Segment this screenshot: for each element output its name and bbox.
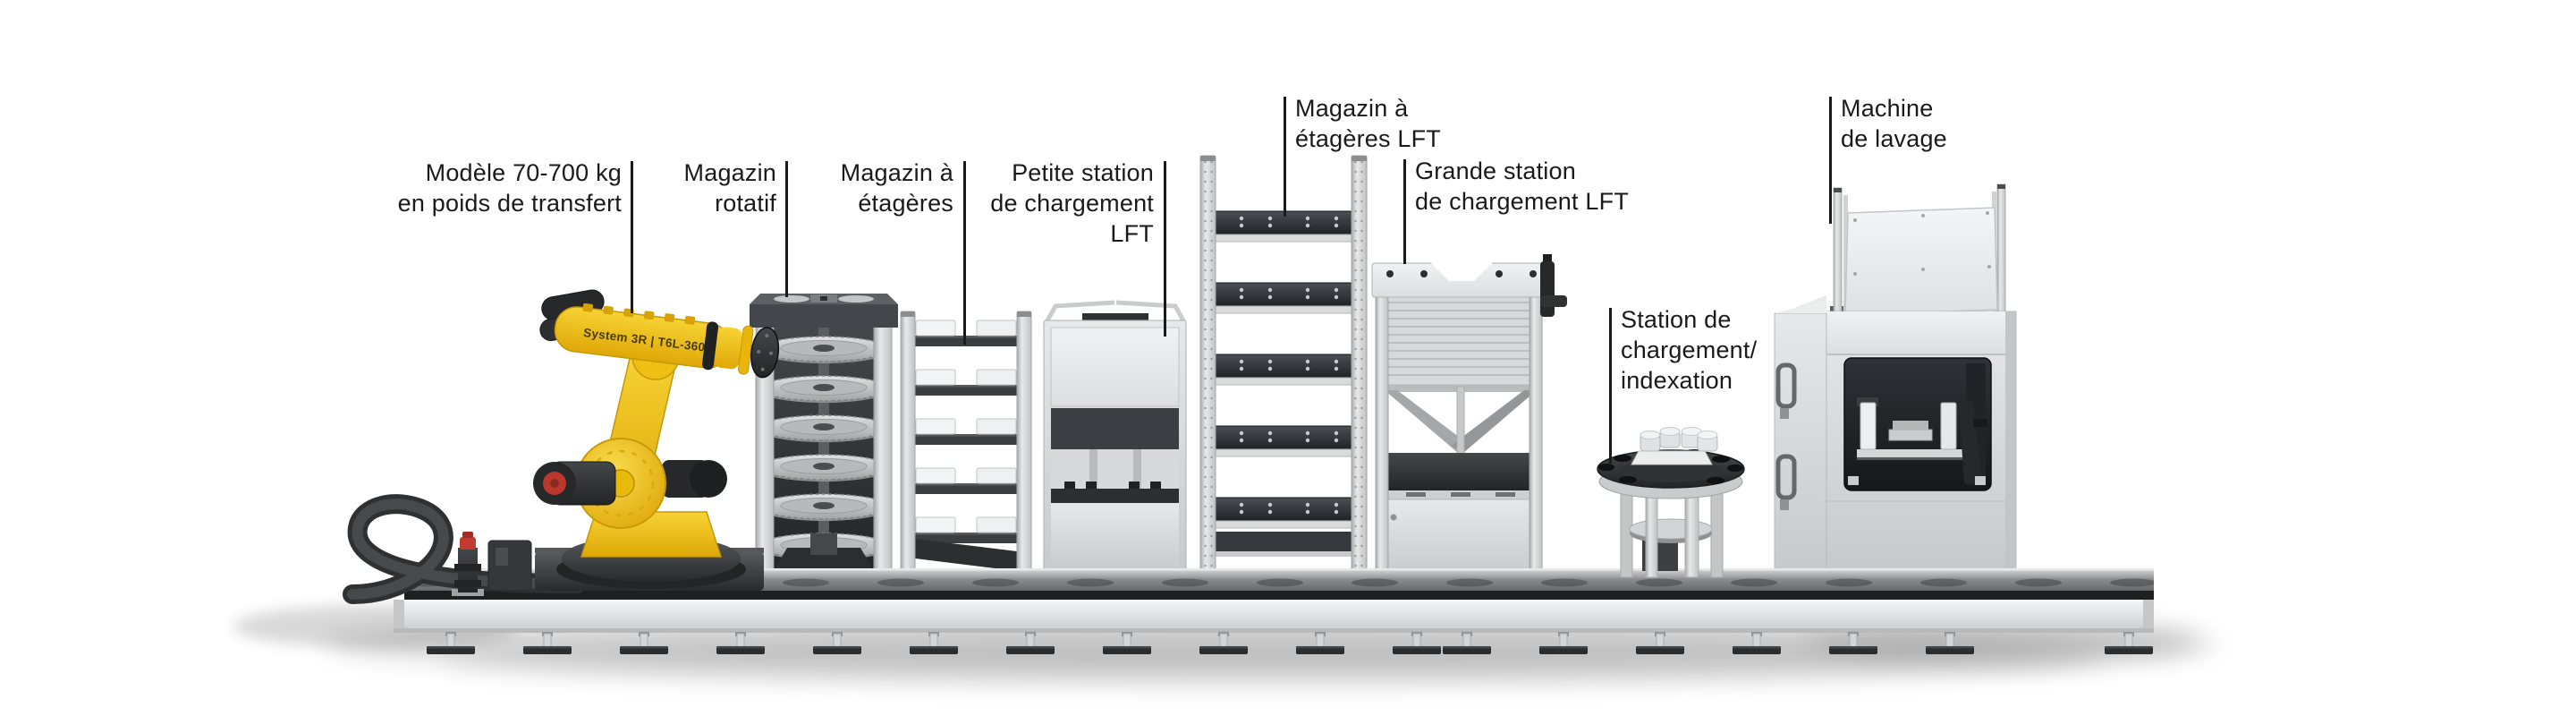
callout-robot-line2: en poids de transfert [397,190,622,217]
callout-lft-shelf-magazine: Magazin à étagères LFT [1295,93,1441,154]
callout-rotary-line1: Magazin [683,159,776,186]
callout-washing-line1: Machine [1841,95,1934,122]
leader-line-large-lft-station [1403,159,1406,264]
callout-large-lft-line2: de chargement LFT [1415,188,1630,215]
washing-machine-lid [1844,207,1998,316]
callout-rotary-magazine: Magazin rotatif [684,158,776,218]
callout-indexing-line3: indexation [1621,367,1733,394]
callout-indexing-line1: Station de [1621,306,1732,333]
washing-machine-illustration [1774,183,2017,575]
red-button-icon [460,537,476,550]
large-lft-station-illustration [1371,254,1567,581]
small-lft-station-illustration [1043,300,1187,581]
leader-line-shelf-magazine [963,161,966,345]
callout-small-lft-station: Petite station de chargement LFT [990,158,1154,249]
leader-line-indexing-station [1609,308,1612,464]
callout-small-lft-line1: Petite station [1012,159,1154,186]
callout-shelf-line1: Magazin à [840,159,953,186]
callout-small-lft-line2: de chargement [990,190,1154,217]
door-handle-icon [1775,454,1797,500]
robot-gripper-flange [750,327,780,379]
callout-indexing-line2: chargement/ [1621,337,1758,363]
callout-washing-line2: de lavage [1841,125,1947,152]
leader-line-robot [631,161,633,313]
track-button-illustration [452,532,484,596]
callout-lft-shelf-line2: étagères LFT [1295,125,1441,152]
callout-indexing-station: Station de chargement/ indexation [1621,304,1757,396]
callout-rotary-line2: rotatif [715,190,776,217]
indexing-station-illustration [1597,427,1745,578]
callout-washing-machine: Machine de lavage [1841,93,1947,154]
callout-robot: Modèle 70-700 kg en poids de transfert [398,158,622,218]
leader-line-rotary-magazine [785,161,788,297]
door-handle-icon [1775,362,1797,409]
lft-shelf-magazine-illustration [1199,155,1368,577]
leader-line-washing-machine [1829,97,1832,224]
callout-large-lft-line1: Grande station [1415,158,1576,184]
callout-small-lft-line3: LFT [1110,220,1154,247]
leader-line-lft-shelf-magazine [1284,97,1286,217]
leader-line-small-lft-station [1164,161,1166,337]
callout-large-lft-station: Grande station de chargement LFT [1415,156,1629,217]
callout-lft-shelf-line1: Magazin à [1295,95,1409,122]
linear-track-illustration [394,568,2154,655]
cable-chain-illustration [343,494,587,604]
callout-robot-line1: Modèle 70-700 kg [425,159,622,186]
shelf-magazine-illustration [900,311,1032,578]
station-lever-icon [1543,254,1552,265]
robot-illustration: System 3R | T6L-360 [487,289,780,592]
robot-upper-arm: System 3R | T6L-360 [554,303,780,379]
callout-shelf-magazine: Magazin à étagères [841,158,953,218]
callout-shelf-line2: étagères [858,190,953,217]
pallet-chucks [1640,427,1718,452]
